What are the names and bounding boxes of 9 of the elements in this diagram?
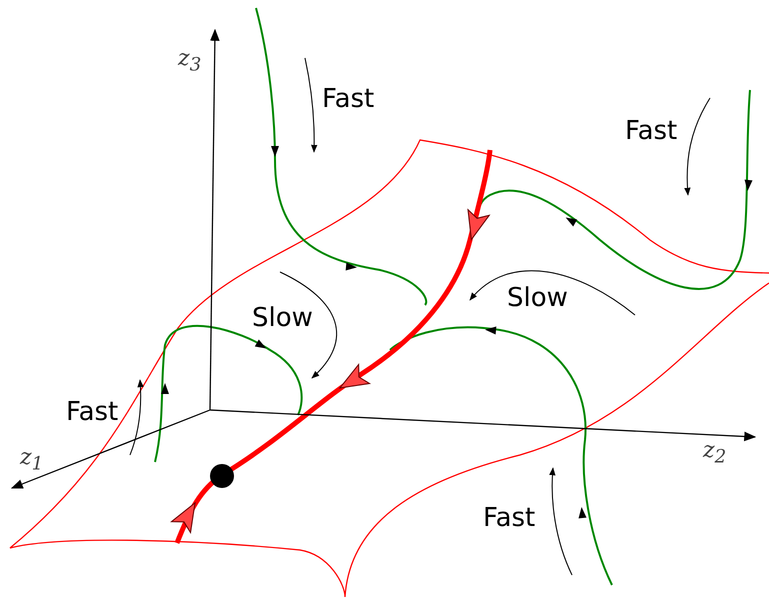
axis-label: z$_{3}$ — [178, 48, 202, 75]
region-label: Fast — [483, 505, 536, 531]
axis-label: z$_{1}$ — [20, 447, 44, 474]
region-label: Slow — [252, 305, 313, 331]
region-label: Fast — [66, 399, 118, 425]
region-label: Fast — [625, 118, 678, 144]
region-label: Fast — [322, 86, 374, 112]
region-label: Slow — [507, 285, 568, 311]
axis-label: z$_{2}$ — [703, 440, 726, 467]
